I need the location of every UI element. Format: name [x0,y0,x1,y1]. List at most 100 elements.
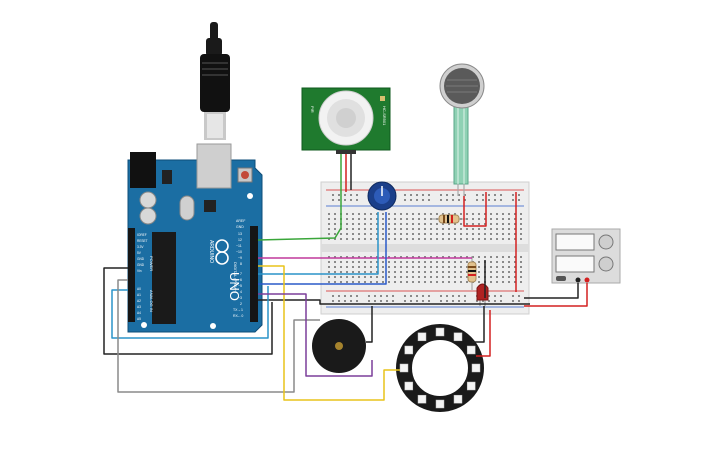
wire-purple[interactable] [258,293,373,377]
breadboard-hole [352,256,354,258]
breadboard-hole [508,213,510,215]
breadboard-hole [490,223,492,225]
breadboard-hole [394,218,396,220]
breadboard-hole [466,261,468,263]
breadboard-rail-hole [404,194,406,196]
breadboard-hole [412,218,414,220]
battery-pack[interactable] [551,228,621,284]
breadboard-rail-hole [512,194,514,196]
breadboard-hole [514,261,516,263]
wire-red-rail-a[interactable] [463,192,487,227]
breadboard-hole [448,276,450,278]
breadboard-rail-hole [428,194,430,196]
breadboard-hole [418,238,420,240]
breadboard[interactable] [320,181,530,315]
breadboard-hole [484,256,486,258]
breadboard-hole [382,266,384,268]
arduino-uno-label: UNO [227,272,242,301]
breadboard-hole [376,238,378,240]
breadboard-hole [514,213,516,215]
breadboard-hole [370,238,372,240]
usb-cable[interactable] [200,22,230,140]
breadboard-hole [514,256,516,258]
pin-label: IOREF [137,233,147,237]
breadboard-hole [520,218,522,220]
breadboard-hole [442,261,444,263]
breadboard-hole [418,261,420,263]
breadboard-hole [430,256,432,258]
wire-black-loop[interactable] [103,267,273,355]
breadboard-rail-hole [494,295,496,297]
neopixel-led [471,363,481,373]
breadboard-hole [478,261,480,263]
breadboard-hole [502,228,504,230]
breadboard-hole [514,276,516,278]
breadboard-hole [358,213,360,215]
pin-label: 3.3V [137,245,144,249]
neopixel-led [466,381,476,391]
pin-label: ~5 [238,284,242,288]
breadboard-hole [496,228,498,230]
wire-battery-red[interactable] [524,283,588,307]
wire-buzzer-black[interactable] [366,306,373,343]
breadboard-rail-hole [500,194,502,196]
breadboard-hole [430,223,432,225]
breadboard-hole [358,228,360,230]
resistor-vertical[interactable] [467,256,477,290]
wire-pot-blue[interactable] [258,212,379,275]
breadboard-hole [436,271,438,273]
digital-pin-labels-top: 13 12 ~11 ~10 ~9 8 [236,232,242,266]
breadboard-rail-hole [380,300,382,302]
breadboard-hole [508,238,510,240]
wire-pot-darkblue[interactable] [258,212,387,285]
breadboard-hole [400,261,402,263]
breadboard-hole [376,223,378,225]
piezo-buzzer[interactable] [312,319,366,373]
breadboard-rail-hole [440,295,442,297]
breadboard-hole [460,266,462,268]
breadboard-hole [442,276,444,278]
breadboard-hole [460,276,462,278]
wire-ring-red[interactable] [476,310,491,357]
pir-sensor[interactable]: PIR HC-SR501 [301,87,391,154]
breadboard-hole [478,218,480,220]
wire-ring-black[interactable] [472,306,485,343]
breadboard-hole [436,228,438,230]
breadboard-hole [328,281,330,283]
wire-yellow[interactable] [258,265,400,401]
breadboard-rail-hole [440,300,442,302]
breadboard-hole [424,276,426,278]
breadboard-rail-hole [446,199,448,201]
breadboard-hole [334,218,336,220]
breadboard-hole [484,223,486,225]
breadboard-hole [436,261,438,263]
breadboard-hole [514,271,516,273]
resistor-horizontal[interactable] [432,214,466,224]
breadboard-hole [352,281,354,283]
breadboard-rail-hole [464,295,466,297]
breadboard-rail-hole [338,295,340,297]
wire-battery-black[interactable] [524,283,579,299]
breadboard-rail-hole [338,199,340,201]
neopixel-ring[interactable] [396,324,484,412]
breadboard-rail-hole [422,295,424,297]
breadboard-hole [388,266,390,268]
breadboard-rail-hole [350,300,352,302]
breadboard-hole [340,256,342,258]
breadboard-hole [394,276,396,278]
breadboard-rail-hole [494,199,496,201]
pin-label: Vin [137,269,142,273]
breadboard-rail-hole [518,300,520,302]
pin-label: ~3 [238,296,242,300]
breadboard-hole [418,228,420,230]
wire-gray-loop[interactable] [117,279,320,393]
breadboard-hole [418,218,420,220]
arduino-uno-board[interactable]: UNO ARDUINO DIGITAL (PWM~) ANALOG IN POW… [127,143,263,333]
breadboard-hole [400,271,402,273]
potentiometer[interactable] [367,181,397,211]
wire-pir-green[interactable] [257,154,342,241]
wire-gnd-black[interactable] [258,299,530,305]
force-sensor[interactable] [439,63,485,196]
breadboard-rail-hole [404,295,406,297]
breadboard-rail-hole [500,295,502,297]
